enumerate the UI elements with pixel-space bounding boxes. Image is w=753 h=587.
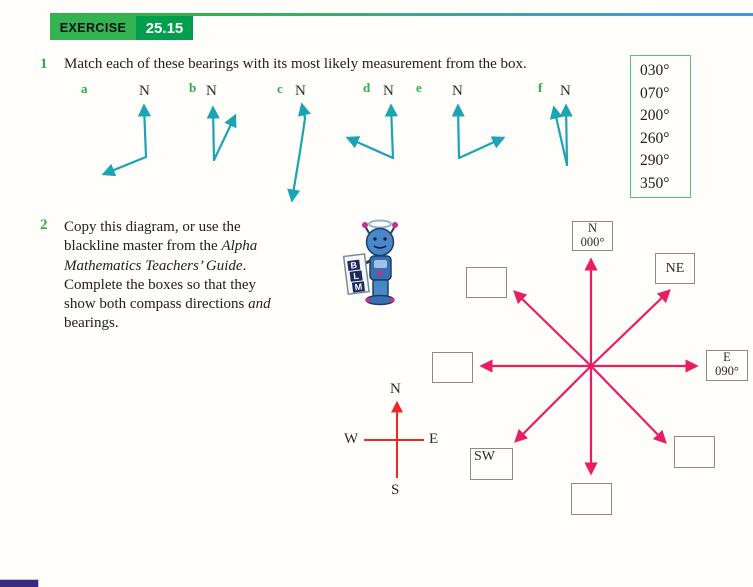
- north-label-a: N: [139, 83, 150, 99]
- bearing-values-box: 030° 070° 200° 260° 290° 350°: [630, 55, 691, 198]
- rose-box-north: N 000°: [572, 221, 613, 251]
- mini-compass-cross: [364, 400, 424, 478]
- rose-box-northeast: NE: [655, 253, 695, 284]
- exercise-banner: EXERCISE 25.15: [50, 16, 193, 40]
- rose-box-northeast-direction: NE: [665, 260, 685, 276]
- north-label-b: N: [206, 83, 217, 99]
- question-1-prompt: Match each of these bearings with its mo…: [64, 56, 527, 72]
- bearing-value: 290°: [640, 152, 670, 169]
- bearing-diagram-f: [549, 103, 573, 167]
- bearing-label-b: b: [189, 80, 197, 95]
- exercise-banner-label: EXERCISE: [50, 16, 136, 40]
- question-2-number: 2: [40, 217, 48, 233]
- mini-compass-east-label: E: [429, 431, 439, 447]
- rose-box-east-bearing: 090°: [715, 363, 739, 378]
- blm-letter: M: [354, 281, 363, 292]
- rose-box-west-empty: [432, 352, 473, 383]
- rose-box-north-direction: N: [587, 221, 598, 235]
- north-label-d: N: [383, 83, 394, 99]
- north-label-e: N: [452, 83, 463, 99]
- rose-box-east-direction: E: [723, 350, 731, 364]
- top-rule-line: [50, 13, 753, 16]
- blm-letter: B: [350, 260, 358, 271]
- rose-box-southeast-empty: [674, 436, 715, 468]
- bearing-value: 200°: [640, 107, 670, 124]
- mini-compass-west-label: W: [344, 431, 359, 447]
- bearing-diagram-d: [345, 103, 399, 160]
- rose-box-east: E 090°: [706, 350, 748, 381]
- bearing-diagram-a: [101, 103, 152, 177]
- question-1-number: 1: [40, 56, 48, 72]
- bearing-label-f: f: [538, 80, 543, 95]
- bearing-value: 350°: [640, 174, 670, 192]
- blm-robot-illustration: B L M: [342, 219, 398, 306]
- rose-box-north-bearing: 000°: [580, 234, 605, 249]
- bearing-label-a: a: [81, 81, 88, 96]
- compass-rose: [479, 257, 699, 476]
- blm-letter: L: [353, 271, 360, 282]
- rose-box-southwest-direction: SW: [474, 449, 495, 464]
- bearing-diagram-c: [287, 102, 311, 203]
- mini-compass-south-label: S: [391, 482, 400, 498]
- bearing-value: 070°: [640, 84, 670, 102]
- rose-box-southwest: SW: [470, 448, 513, 480]
- bearing-value: 260°: [640, 129, 670, 147]
- bearing-label-c: c: [277, 81, 283, 96]
- bearing-diagram-e: [451, 103, 506, 160]
- page-footer-tab: [0, 579, 39, 587]
- exercise-banner-number: 25.15: [136, 16, 193, 40]
- bearing-value: 030°: [640, 62, 670, 79]
- rose-box-south-empty: [571, 483, 612, 515]
- north-label-c: N: [295, 83, 306, 99]
- bearing-label-d: d: [363, 80, 371, 95]
- bearing-label-e: e: [416, 80, 422, 95]
- blm-pad: B L M: [342, 253, 370, 296]
- rose-box-northwest-empty: [466, 267, 507, 298]
- mini-compass-north-label: N: [390, 381, 401, 397]
- north-label-f: N: [560, 83, 571, 99]
- bearing-diagram-b: [206, 105, 237, 162]
